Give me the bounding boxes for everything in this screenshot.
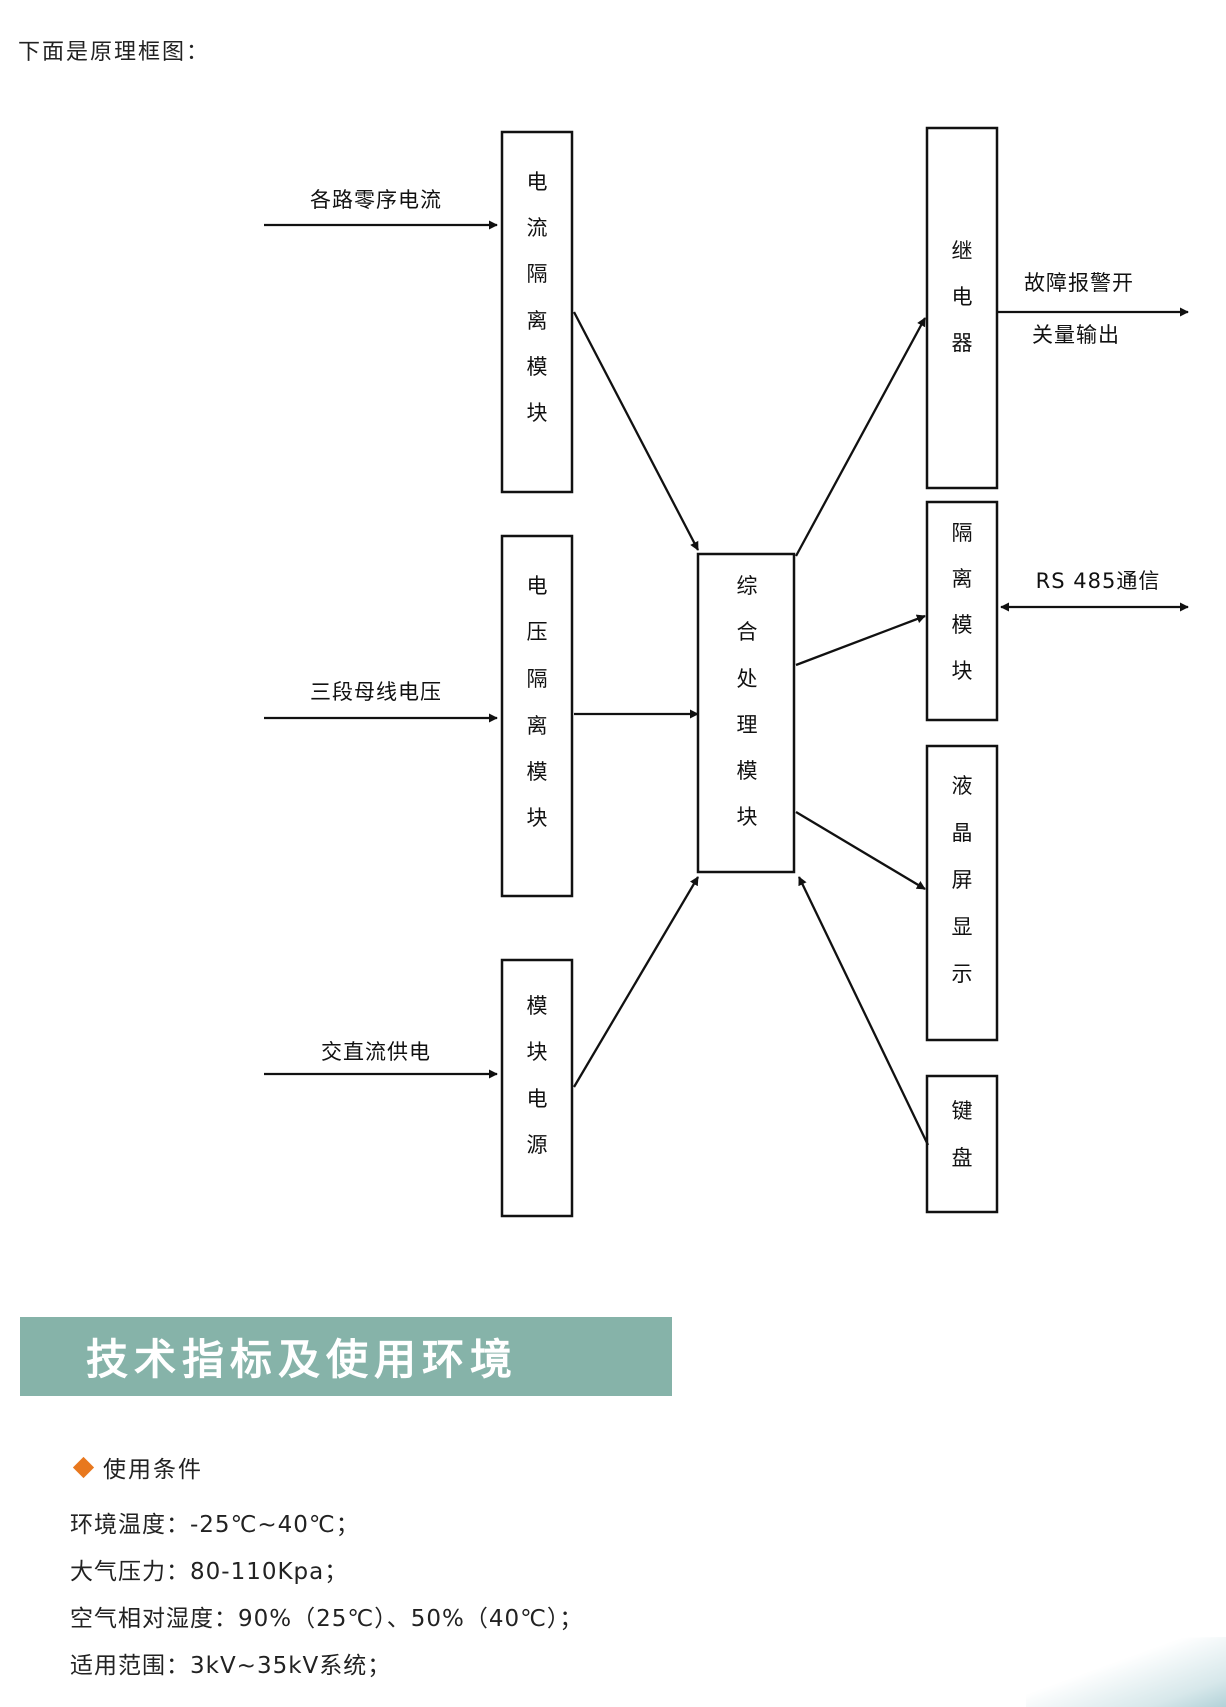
label-voltage-input: 三段母线电压 <box>310 680 442 704</box>
module-char: 键 <box>952 1099 973 1123</box>
condition-humidity: 空气相对湿度：90%（25℃）、50%（40℃）； <box>70 1606 584 1632</box>
arrow-processor-to-lcd <box>795 811 926 890</box>
intro-text: 下面是原理框图： <box>18 40 211 65</box>
keyboard-module <box>925 1074 999 1214</box>
condition-pressure: 大气压力：80-110Kpa； <box>70 1559 349 1585</box>
arrow-keyboard-to-processor <box>797 876 930 1146</box>
current-isolation-module <box>500 130 574 494</box>
arrow-current-to-processor <box>572 311 700 551</box>
module-char: 继 <box>952 239 973 263</box>
section-title: 技术指标及使用环境 <box>86 1335 519 1384</box>
condition-temperature: 环境温度：-25℃~40℃； <box>70 1512 360 1538</box>
module-char: 处 <box>737 667 758 691</box>
module-char: 离 <box>527 714 548 738</box>
processing-module <box>696 552 796 874</box>
arrow-processor-to-isolation <box>795 614 926 667</box>
module-char: 晶 <box>952 821 973 845</box>
module-char: 电 <box>527 170 548 194</box>
module-char: 流 <box>527 216 548 240</box>
module-char: 离 <box>952 567 973 591</box>
module-char: 块 <box>527 1040 548 1064</box>
module-char: 块 <box>527 806 548 830</box>
isolation-module <box>925 500 999 722</box>
corner-decoration <box>1026 1637 1226 1707</box>
module-char: 隔 <box>527 667 548 691</box>
label-rs485: RS 485通信 <box>1036 569 1161 593</box>
module-char: 模 <box>952 613 973 637</box>
module-char: 块 <box>737 805 758 829</box>
lcd-module <box>925 744 999 1042</box>
module-char: 电 <box>527 574 548 598</box>
usage-conditions: 使用条件 环境温度：-25℃~40℃； 大气压力：80-110Kpa； 空气相对… <box>70 1450 583 1690</box>
conditions-heading: 使用条件 <box>70 1450 583 1484</box>
module-char: 示 <box>952 962 973 986</box>
module-char: 屏 <box>952 868 973 892</box>
relay-module <box>925 126 999 490</box>
module-char: 液 <box>952 774 973 798</box>
module-char: 块 <box>952 659 973 683</box>
module-char: 显 <box>952 915 973 939</box>
module-char: 电 <box>527 1087 548 1111</box>
condition-scope: 适用范围：3kV~35kV系统； <box>70 1653 392 1679</box>
module-char: 模 <box>527 355 548 379</box>
module-char: 离 <box>527 309 548 333</box>
label-power-input: 交直流供电 <box>321 1040 431 1064</box>
voltage-isolation-module <box>500 534 574 898</box>
module-char: 合 <box>737 620 758 644</box>
block-diagram: 各路零序电流 三段母线电压 交直流供电 故障报警开 关量输出 RS 485通信 … <box>264 126 1189 1218</box>
module-char: 隔 <box>952 521 973 545</box>
diamond-bullet-icon <box>72 1456 95 1478</box>
module-char: 模 <box>527 994 548 1018</box>
module-char: 盘 <box>952 1146 973 1170</box>
arrow-power-to-processor <box>573 876 699 1088</box>
module-char: 隔 <box>527 262 548 286</box>
module-char: 综 <box>737 574 758 598</box>
label-current-input: 各路零序电流 <box>310 188 442 212</box>
module-char: 模 <box>737 759 758 783</box>
power-module <box>500 958 574 1218</box>
module-char: 块 <box>527 401 548 425</box>
conditions-heading-label: 使用条件 <box>103 1457 203 1483</box>
module-char: 压 <box>527 620 548 644</box>
module-char: 理 <box>737 713 758 737</box>
module-char: 模 <box>527 760 548 784</box>
arrow-processor-to-relay <box>794 317 927 557</box>
module-char: 器 <box>952 331 973 355</box>
label-relay-output-line1: 故障报警开 <box>1024 271 1134 295</box>
module-char: 电 <box>952 285 973 309</box>
label-relay-output-line2: 关量输出 <box>1032 323 1120 347</box>
module-char: 源 <box>527 1133 548 1157</box>
section-banner: 技术指标及使用环境 <box>20 1317 672 1396</box>
